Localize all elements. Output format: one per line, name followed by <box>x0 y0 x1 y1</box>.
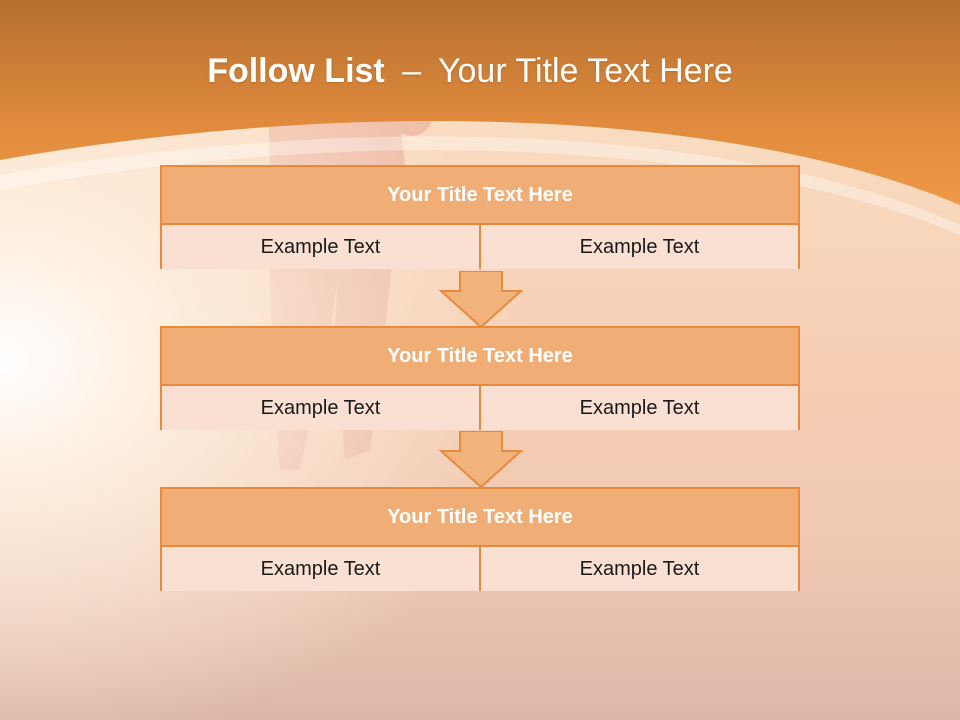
down-arrow-icon <box>439 431 523 489</box>
flow-block-3: Your Title Text Here Example Text Exampl… <box>160 487 800 591</box>
block-cell-right: Example Text <box>479 386 798 430</box>
block-title: Your Title Text Here <box>162 489 798 547</box>
block-row: Example Text Example Text <box>162 386 798 430</box>
block-cell-right: Example Text <box>479 547 798 591</box>
flow-block-2: Your Title Text Here Example Text Exampl… <box>160 326 800 430</box>
block-title: Your Title Text Here <box>162 328 798 386</box>
slide-title: Follow List – Your Title Text Here <box>0 52 940 91</box>
title-rest-part: Your Title Text Here <box>437 52 733 90</box>
down-arrow-icon <box>439 271 523 329</box>
block-title: Your Title Text Here <box>162 167 798 225</box>
title-separator: – <box>402 52 422 90</box>
block-cell-left: Example Text <box>162 386 479 430</box>
flow-block-1: Your Title Text Here Example Text Exampl… <box>160 165 800 269</box>
block-cell-right: Example Text <box>479 225 798 269</box>
block-row: Example Text Example Text <box>162 225 798 269</box>
title-bold-part: Follow List <box>207 52 385 90</box>
block-row: Example Text Example Text <box>162 547 798 591</box>
block-cell-left: Example Text <box>162 225 479 269</box>
block-cell-left: Example Text <box>162 547 479 591</box>
